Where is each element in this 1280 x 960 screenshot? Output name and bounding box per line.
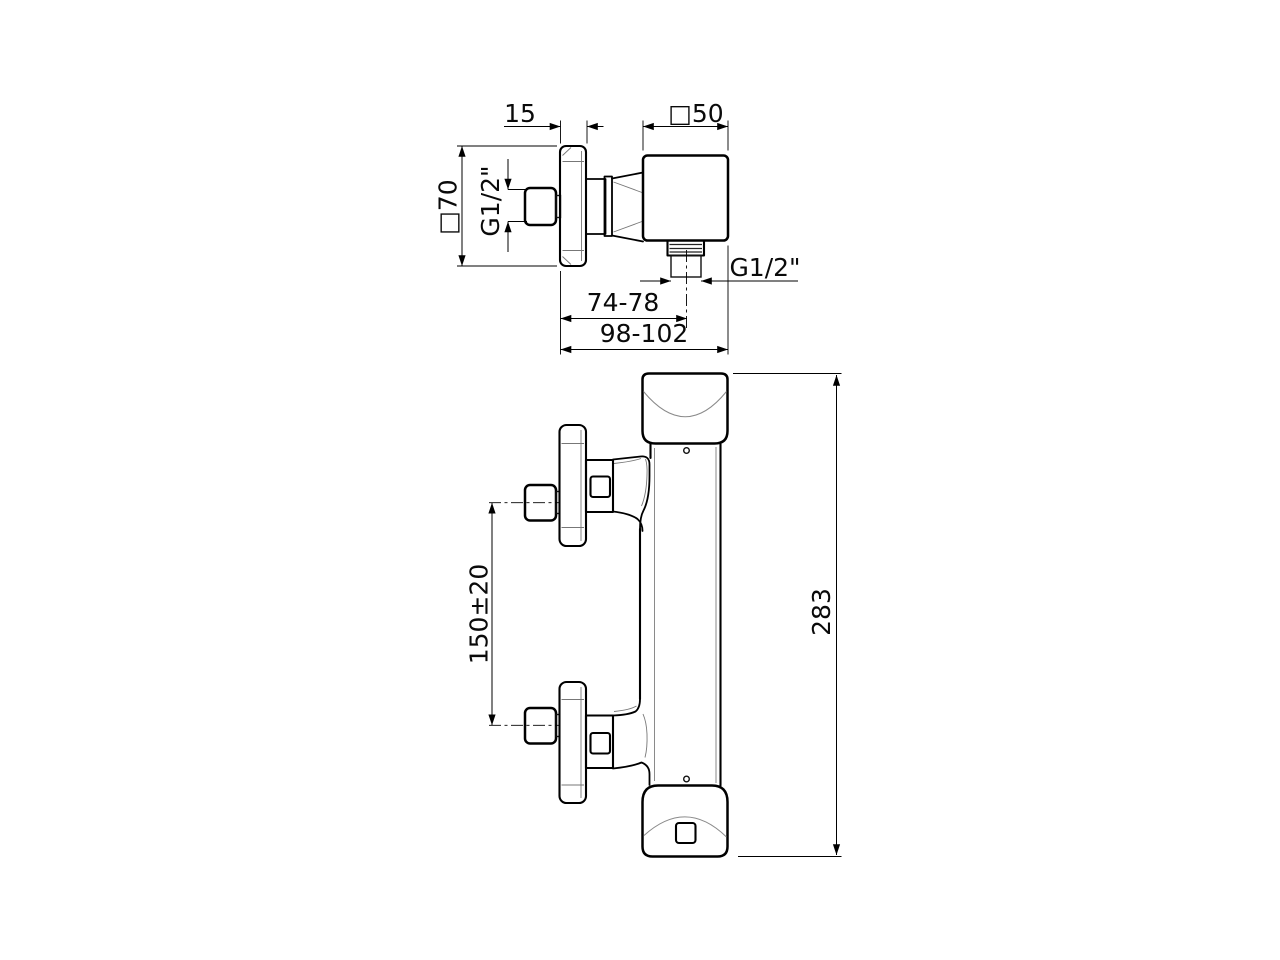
dimension-plate-size: □70 xyxy=(434,145,557,267)
dimension-label-outlet-thread: G1/2" xyxy=(729,253,800,282)
top-handle xyxy=(641,372,729,445)
dimension-label-98-102: 98-102 xyxy=(600,319,689,348)
valve-body-top-view xyxy=(641,154,730,242)
dimension-plate-depth: 15 xyxy=(504,99,604,144)
upper-wall-connection xyxy=(489,423,615,548)
dimension-label-sq70: □70 xyxy=(434,179,463,234)
upper-wall-plate xyxy=(558,423,588,548)
connection-stem-top-view xyxy=(585,171,644,243)
wall-union-knob-top-view xyxy=(523,186,558,227)
dimension-outlet-thread: G1/2" xyxy=(640,253,801,285)
lower-screw xyxy=(683,775,691,783)
lower-union-nut xyxy=(584,714,615,770)
bottom-handle xyxy=(641,784,729,858)
front-view: 150±20 283 xyxy=(465,372,842,858)
mixer-body-front-view xyxy=(638,442,722,787)
lower-wall-connection xyxy=(489,680,615,805)
dimension-inlet-spacing: 150±20 xyxy=(465,502,496,726)
upper-inlet-funnel xyxy=(612,455,651,532)
handle-button-detail xyxy=(674,821,697,845)
dimension-label-inlet-thread: G1/2" xyxy=(476,165,505,236)
dimension-total-height: 283 xyxy=(733,373,842,857)
dimension-total-depth: 98-102 xyxy=(560,245,729,355)
lower-wall-plate xyxy=(558,680,588,805)
wall-plate-top-view xyxy=(558,144,588,268)
upper-union-face xyxy=(589,475,612,499)
top-view: 15 □50 □70 G1/2" G1/2" xyxy=(434,99,801,355)
upper-screw xyxy=(683,447,691,455)
dimension-label-150-20: 150±20 xyxy=(465,564,494,664)
lower-union-face xyxy=(589,731,612,755)
dimension-outlet-offset: 74-78 xyxy=(560,271,687,355)
lower-inlet-funnel xyxy=(612,698,651,786)
dimension-label-15: 15 xyxy=(504,99,536,128)
dimension-label-sq50: □50 xyxy=(668,99,723,128)
dimension-label-74-78: 74-78 xyxy=(587,288,660,317)
shower-outlet-top-view xyxy=(666,239,706,278)
dimension-inlet-thread: G1/2" xyxy=(476,159,527,252)
upper-union-nut xyxy=(584,458,615,514)
dimension-body-width: □50 xyxy=(642,99,729,151)
dimension-label-283: 283 xyxy=(807,588,836,636)
